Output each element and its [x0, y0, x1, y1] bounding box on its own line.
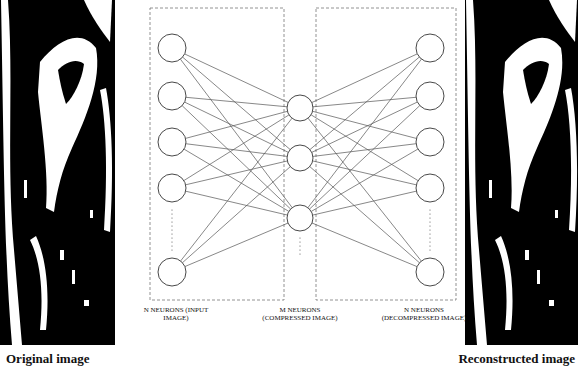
neuron	[158, 34, 186, 62]
ellipsis-dot	[171, 237, 172, 238]
weight-line	[186, 97, 287, 106]
neuron	[287, 205, 313, 231]
ellipsis-dot	[429, 233, 430, 234]
layer-label: N NEURONS (INPUT IMAGE)	[143, 306, 209, 322]
neuron	[287, 145, 313, 171]
ellipsis-dot	[299, 241, 300, 242]
neuron	[158, 258, 186, 286]
ellipsis-dot	[171, 209, 172, 210]
weight-line	[186, 191, 288, 215]
ellipsis-dot	[299, 249, 300, 250]
ellipsis-dot	[429, 225, 430, 226]
ellipsis-dot	[171, 217, 172, 218]
ellipsis-dot	[429, 229, 430, 230]
weight-line	[185, 223, 288, 267]
weight-line	[186, 144, 287, 157]
neuron	[416, 128, 444, 156]
ellipsis-dot	[429, 245, 430, 246]
weight-line	[184, 115, 289, 181]
weight-line	[184, 149, 289, 211]
neuron	[416, 174, 444, 202]
weight-line	[311, 115, 418, 181]
weight-line	[311, 149, 418, 211]
weight-line	[308, 118, 421, 261]
weight-line	[310, 167, 420, 263]
weight-line	[312, 102, 418, 152]
ellipsis-dot	[171, 233, 172, 234]
weight-line	[182, 167, 290, 263]
weight-line	[183, 57, 291, 149]
neuron	[287, 95, 313, 121]
ellipsis-dot	[429, 217, 430, 218]
neuron	[158, 128, 186, 156]
ellipsis-dot	[299, 245, 300, 246]
original-mri	[0, 0, 115, 345]
ellipsis-dot	[171, 245, 172, 246]
network	[158, 34, 444, 286]
reconstructed-mri	[465, 0, 578, 345]
layer-label: N NEURONS (DECOMPRESSED IMAGE)	[376, 306, 472, 322]
image-caption: Original image	[6, 352, 89, 367]
weight-line	[308, 59, 422, 208]
layer-label: M NEURONS (COMPRESSED IMAGE)	[255, 306, 345, 322]
weight-line	[313, 191, 417, 215]
weight-line	[310, 57, 419, 150]
weight-line	[186, 111, 288, 138]
neuron	[416, 34, 444, 62]
ellipsis-dot	[429, 221, 430, 222]
weight-line	[181, 118, 292, 261]
ellipsis-dot	[299, 253, 300, 254]
weight-line	[185, 54, 289, 103]
weight-line	[312, 223, 417, 267]
weight-line	[313, 97, 416, 107]
ellipsis-dot	[171, 225, 172, 226]
ellipsis-dot	[429, 237, 430, 238]
ellipsis-dot	[171, 229, 172, 230]
weight-line	[313, 144, 416, 157]
ellipsis-dot	[171, 213, 172, 214]
neuron	[416, 258, 444, 286]
decoder-frame	[316, 8, 456, 300]
ellipsis-dot	[171, 241, 172, 242]
neuron	[158, 174, 186, 202]
weight-line	[185, 102, 289, 152]
weight-line	[312, 54, 417, 103]
weight-line	[180, 59, 292, 207]
ellipsis-dot	[429, 213, 430, 214]
ellipsis-dot	[299, 237, 300, 238]
ellipsis-dot	[171, 221, 172, 222]
weight-line	[186, 161, 288, 185]
ellipsis-dot	[429, 209, 430, 210]
ellipsis-dot	[429, 249, 430, 250]
neuron	[416, 82, 444, 110]
ellipsis-dot	[171, 249, 172, 250]
image-caption: Reconstructed image	[458, 352, 575, 367]
ellipsis-dot	[429, 241, 430, 242]
neuron	[158, 82, 186, 110]
